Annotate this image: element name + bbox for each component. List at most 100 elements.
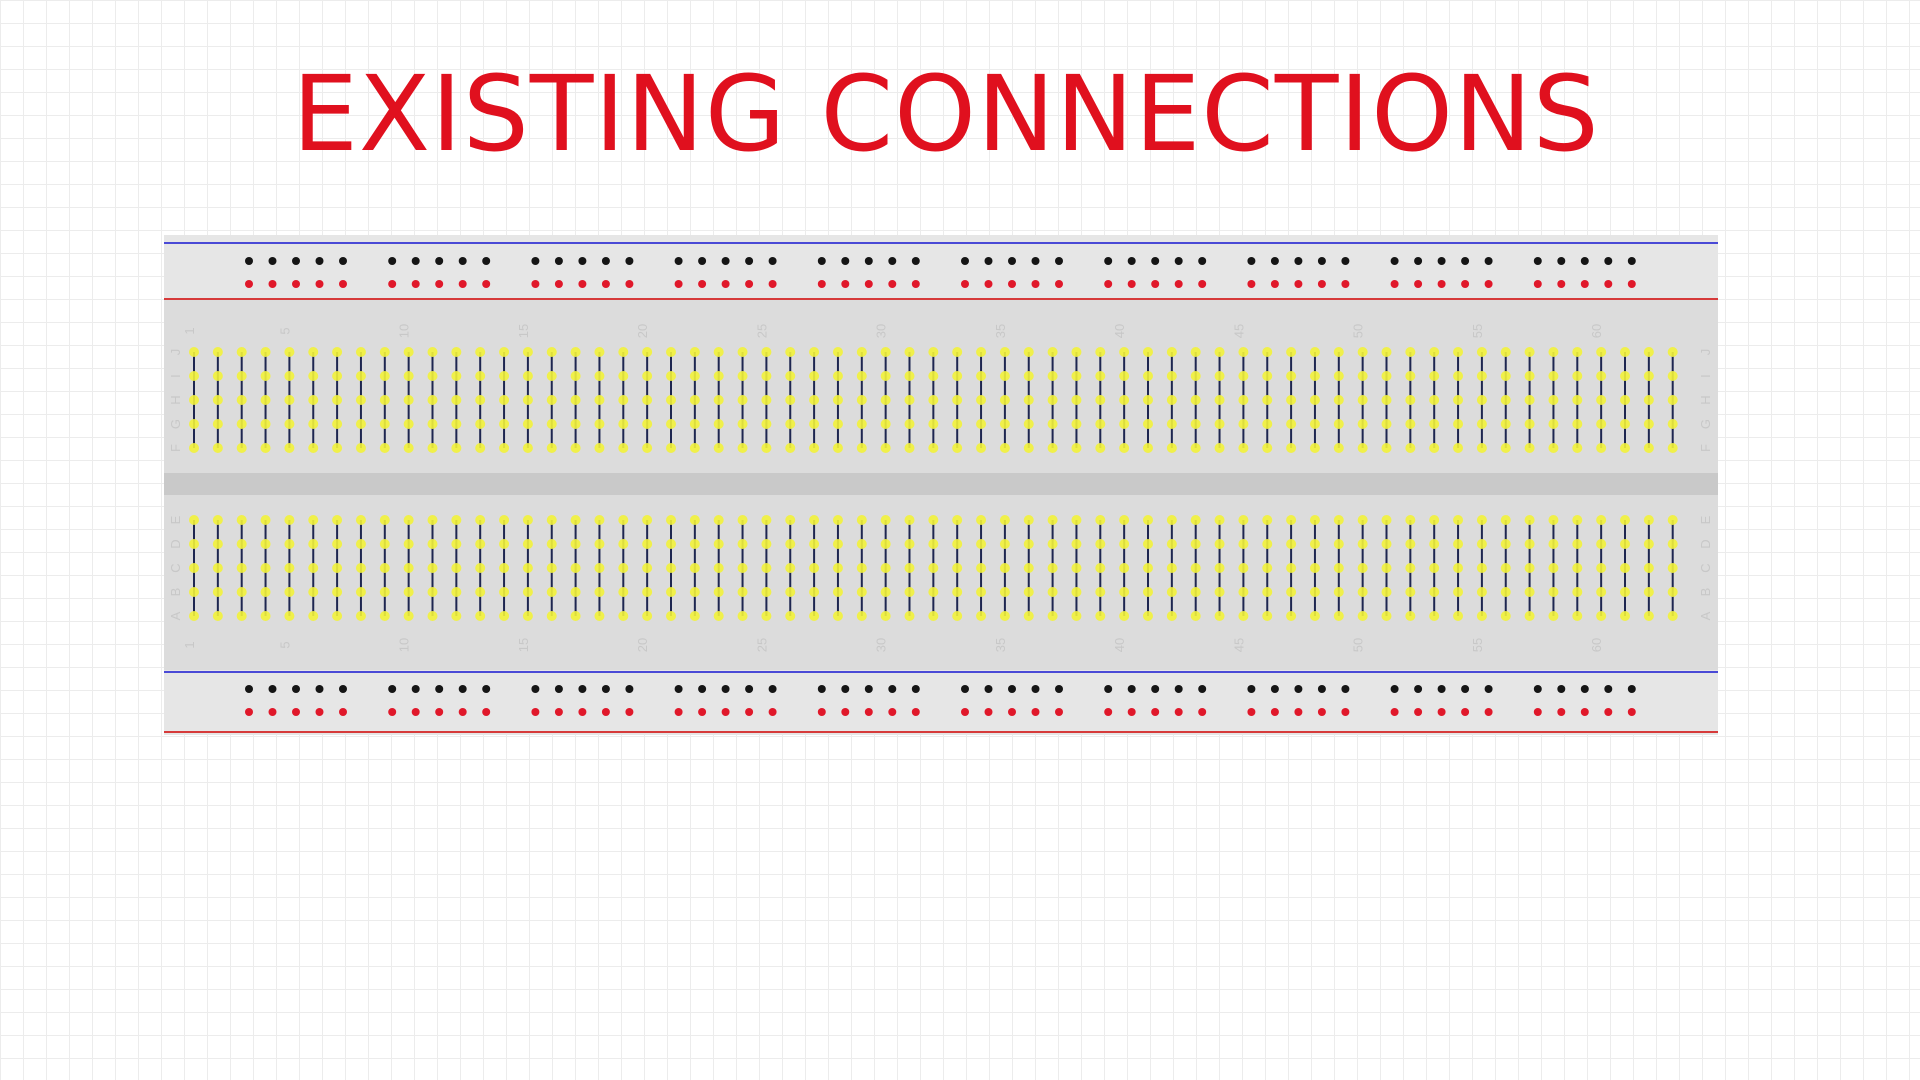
connected-hole (1500, 419, 1511, 429)
rail-hole-positive (1008, 280, 1016, 288)
rail-hole-positive (984, 708, 993, 716)
connected-hole (1620, 587, 1630, 597)
rail-hole-negative (1580, 685, 1589, 693)
connected-hole (1262, 419, 1273, 429)
connected-hole (355, 347, 366, 357)
connected-hole (689, 371, 700, 381)
connected-hole (522, 419, 533, 429)
connected-hole (666, 371, 676, 381)
rail-hole-negative (1341, 257, 1350, 265)
connected-hole (427, 611, 438, 621)
connected-hole (689, 611, 700, 621)
connected-hole (928, 419, 939, 429)
connected-hole (260, 395, 271, 405)
connected-hole (1119, 515, 1130, 525)
rail-hole-positive (1031, 280, 1040, 288)
connected-hole (1500, 515, 1511, 525)
rail-hole-positive (1317, 280, 1326, 288)
column-number-label: 50 (1351, 638, 1366, 652)
connected-hole (809, 347, 820, 357)
connected-hole (666, 563, 676, 573)
connected-hole (1429, 515, 1440, 525)
connected-hole (1214, 611, 1225, 621)
rail-hole-positive (1031, 708, 1040, 716)
connected-hole (403, 347, 414, 357)
rail-hole-positive (984, 280, 993, 288)
connected-hole (499, 539, 510, 549)
connected-hole (1190, 539, 1201, 549)
connected-hole (570, 611, 581, 621)
connected-hole (1548, 347, 1559, 357)
connected-hole (1500, 395, 1511, 405)
connected-hole (1166, 611, 1177, 621)
connected-hole (1262, 587, 1273, 597)
connected-hole (713, 347, 724, 357)
connected-hole (1405, 611, 1416, 621)
rail-hole-negative (1294, 685, 1303, 693)
row-letter-label: D (168, 539, 183, 548)
connected-hole (212, 539, 223, 549)
rail-hole-positive (888, 708, 897, 716)
connected-hole (1381, 539, 1392, 549)
rail-hole-positive (339, 280, 347, 288)
connected-hole (1309, 515, 1320, 525)
row-letter-label: I (168, 374, 183, 378)
connected-hole (1047, 443, 1058, 453)
rail-hole-negative (1174, 685, 1183, 693)
connected-hole (1405, 443, 1416, 453)
connected-hole (1023, 515, 1034, 525)
connected-hole (1524, 515, 1535, 525)
column-number-label: 50 (1351, 324, 1366, 338)
connected-hole (260, 371, 271, 381)
connected-hole (832, 563, 843, 573)
rail-hole-positive (435, 708, 444, 716)
connected-hole (952, 443, 963, 453)
connected-hole (1262, 563, 1273, 573)
rail-hole-negative (674, 685, 683, 693)
column-number-label: 55 (1470, 324, 1485, 338)
connected-hole (1357, 611, 1368, 621)
connected-hole (189, 395, 199, 405)
connected-hole (1667, 395, 1678, 405)
connected-hole (1095, 371, 1106, 381)
connected-hole (1214, 443, 1225, 453)
connected-hole (499, 515, 510, 525)
connected-hole (856, 611, 867, 621)
column-number-label: 25 (754, 638, 769, 652)
connected-hole (880, 563, 891, 573)
connected-hole (1381, 515, 1392, 525)
rail-hole-positive (268, 708, 277, 716)
column-number-label: 20 (635, 638, 650, 652)
connected-hole (1119, 347, 1130, 357)
connected-hole (332, 611, 343, 621)
rail-hole-positive (1341, 280, 1350, 288)
rail-hole-negative (1390, 685, 1399, 693)
connected-hole (212, 563, 223, 573)
connected-hole (1190, 443, 1201, 453)
rail-hole-positive (1151, 708, 1160, 716)
connected-hole (761, 395, 772, 405)
connected-hole (1453, 371, 1464, 381)
connected-hole (1238, 611, 1249, 621)
rail-hole-negative (698, 685, 707, 693)
rail-hole-positive (1055, 280, 1063, 288)
connected-hole (1262, 539, 1273, 549)
connected-hole (1667, 539, 1678, 549)
connected-hole (999, 539, 1010, 549)
connected-hole (785, 395, 796, 405)
rail-hole-negative (458, 257, 467, 265)
connected-hole (1476, 371, 1487, 381)
connected-hole (1524, 587, 1535, 597)
connected-hole (451, 587, 462, 597)
connected-hole (618, 443, 629, 453)
connected-hole (785, 347, 796, 357)
connected-hole (1476, 347, 1487, 357)
connected-hole (1047, 347, 1058, 357)
connected-hole (1357, 587, 1368, 597)
connected-hole (236, 371, 247, 381)
connected-hole (737, 443, 748, 453)
connected-hole (1476, 587, 1487, 597)
connected-hole (594, 563, 605, 573)
connected-hole (1572, 443, 1583, 453)
connected-hole (642, 611, 653, 621)
